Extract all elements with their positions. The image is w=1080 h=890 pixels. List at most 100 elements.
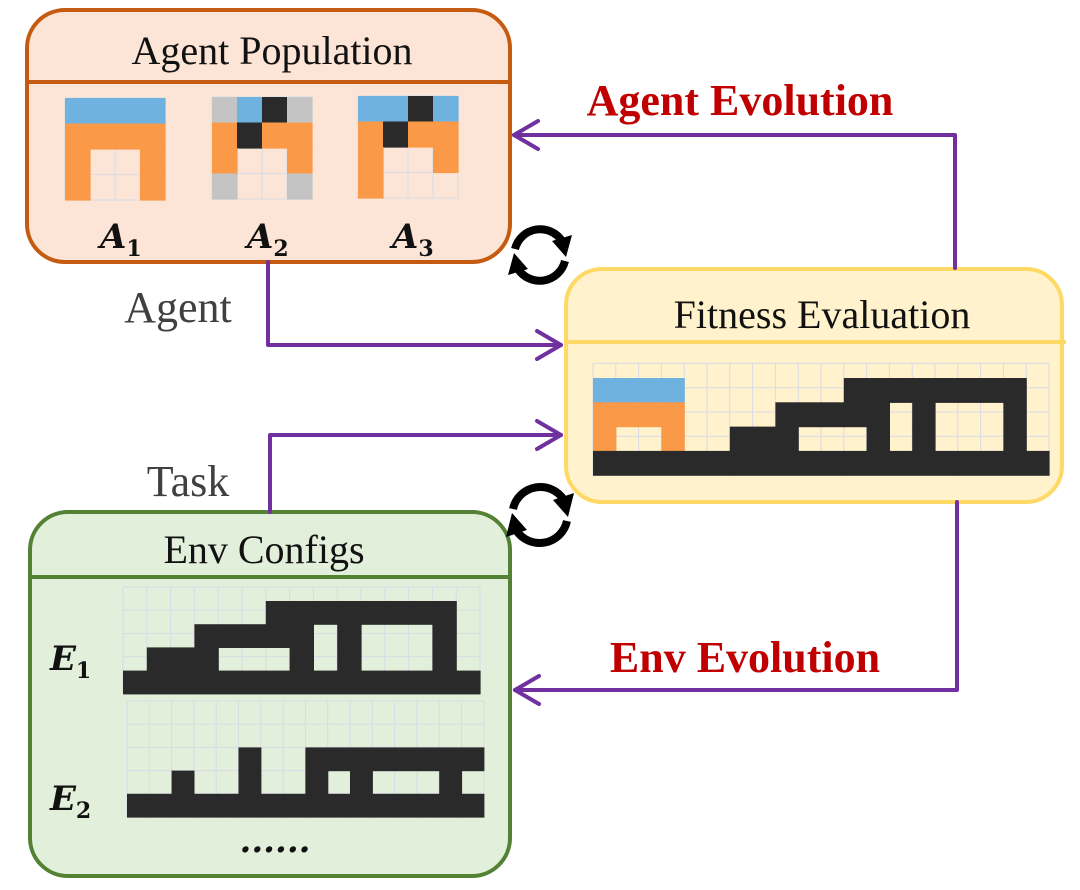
voxel-cell [260, 793, 284, 818]
voxel-cell [265, 670, 291, 695]
voxel-cell [456, 670, 481, 695]
voxel-cell [283, 793, 306, 818]
voxel-cell [289, 670, 314, 695]
voxel-cell [432, 601, 457, 625]
voxel-cell [439, 747, 463, 772]
voxel-cell [218, 670, 243, 695]
voxel-cell [638, 402, 662, 428]
voxel-cell [912, 402, 936, 428]
voxel-cell [327, 747, 351, 772]
voxel-cell [194, 670, 219, 695]
voxel-cell [433, 147, 459, 174]
voxel-cell [394, 747, 418, 772]
voxel-cell [337, 601, 362, 625]
voxel-cell [1003, 450, 1027, 476]
fitness-terrain-grid [592, 362, 1050, 476]
voxel-cell [684, 450, 708, 476]
voxel-cell [889, 450, 913, 476]
voxel-cell [115, 123, 141, 150]
voxel-cell [593, 426, 617, 452]
voxel-cell [65, 174, 91, 201]
voxel-cell [383, 121, 409, 148]
voxel-cell [661, 426, 685, 452]
voxel-cell [912, 426, 936, 452]
voxel-cell [216, 793, 240, 818]
voxel-cell [313, 601, 338, 625]
env-configs-panel: Env Configs E1 E2 ...... [28, 510, 512, 878]
agent-population-panel: Agent Population A1 A2 A3 [25, 8, 512, 264]
voxel-cell [775, 450, 799, 476]
voxel-cell [408, 670, 433, 695]
voxel-cell [461, 793, 485, 818]
voxel-cell [752, 450, 776, 476]
voxel-cell [912, 450, 936, 476]
voxel-cell [1003, 426, 1027, 452]
more-envs-ellipsis: ...... [239, 821, 310, 861]
voxel-cell [212, 97, 238, 124]
agent-label-1: A1 [97, 217, 142, 262]
voxel-cell [238, 747, 262, 772]
voxel-cell [615, 450, 640, 476]
env-label-2: E2 [49, 779, 91, 824]
voxel-cell [408, 121, 434, 148]
voxel-cell [866, 378, 890, 403]
voxel-cell [980, 450, 1004, 476]
voxel-cell [337, 670, 362, 695]
agent-evolution-arrow [512, 119, 957, 270]
voxel-cell [337, 624, 362, 648]
voxel-cell [127, 793, 150, 818]
voxel-cell [752, 426, 776, 452]
voxel-cell [65, 149, 91, 176]
voxel-cell [237, 97, 263, 124]
voxel-cell [416, 747, 440, 772]
voxel-cell [242, 624, 267, 648]
voxel-cell [889, 378, 913, 403]
voxel-cell [170, 647, 195, 672]
voxel-cell [935, 378, 959, 403]
voxel-cell [65, 98, 91, 125]
voxel-cell [358, 96, 384, 123]
refresh-cycle-icon [506, 483, 574, 547]
voxel-cell [146, 670, 172, 695]
env-terrain-1 [122, 586, 481, 695]
voxel-cell [212, 122, 238, 149]
voxel-cell [90, 123, 116, 150]
voxel-cell [140, 149, 166, 176]
voxel-cell [432, 670, 457, 695]
voxel-cell [289, 624, 314, 648]
voxel-cell [313, 670, 338, 695]
env-terrain-2 [126, 700, 485, 818]
voxel-cell [935, 450, 959, 476]
voxel-cell [361, 601, 386, 625]
voxel-cell [593, 378, 617, 403]
voxel-cell [350, 747, 373, 772]
voxel-cell [140, 123, 166, 150]
voxel-cell [980, 378, 1004, 403]
voxel-cell [661, 378, 685, 403]
voxel-cell [843, 450, 868, 476]
voxel-cell [843, 378, 868, 403]
voxel-cell [432, 624, 457, 648]
agent-population-title: Agent Population [131, 28, 412, 73]
voxel-cell [287, 97, 313, 124]
voxel-cell [383, 96, 409, 123]
voxel-cell [798, 402, 822, 428]
voxel-cell [287, 122, 313, 149]
voxel-cell [661, 402, 685, 428]
voxel-cell [866, 426, 890, 452]
voxel-cell [408, 601, 433, 625]
voxel-cell [866, 402, 890, 428]
agent-body-1 [64, 97, 166, 201]
voxel-cell [140, 98, 166, 125]
voxel-cell [433, 121, 459, 148]
voxel-cell [305, 793, 329, 818]
voxel-cell [638, 450, 662, 476]
voxel-cell [638, 378, 662, 403]
voxel-cell [1003, 402, 1027, 428]
voxel-cell [170, 670, 195, 695]
voxel-cell [140, 174, 166, 201]
voxel-cell [707, 450, 731, 476]
voxel-cell [289, 601, 314, 625]
voxel-cell [661, 450, 685, 476]
fitness-evaluation-panel: Fitness Evaluation [564, 267, 1066, 504]
